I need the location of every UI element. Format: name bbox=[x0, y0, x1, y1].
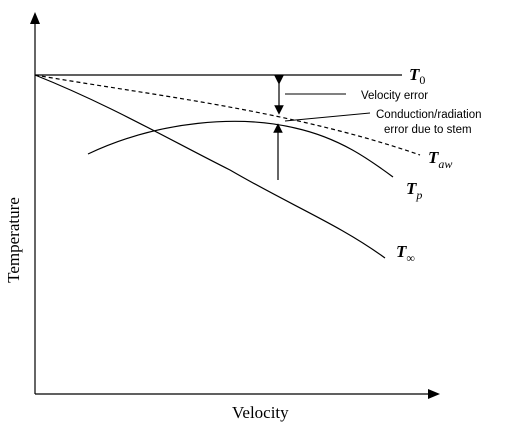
label-t0: T0 bbox=[409, 65, 425, 87]
conduction-error-label-line1: Conduction/radiation bbox=[376, 109, 482, 121]
conduction-error-leader bbox=[284, 112, 371, 122]
x-axis-title: Velocity bbox=[232, 403, 289, 422]
curve-tinf bbox=[34, 74, 386, 259]
y-axis-arrowhead bbox=[30, 12, 40, 24]
label-tp: Tp bbox=[406, 179, 422, 202]
x-axis-arrowhead bbox=[428, 389, 440, 399]
curve-taw bbox=[34, 74, 421, 156]
label-tinf: T∞ bbox=[396, 242, 415, 265]
curve-tp bbox=[87, 120, 394, 178]
velocity-error-label: Velocity error bbox=[361, 90, 428, 102]
conduction-error-label-line2: error due to stem bbox=[384, 124, 472, 136]
label-taw: Taw bbox=[428, 148, 452, 171]
y-axis-title: Temperature bbox=[4, 197, 23, 283]
